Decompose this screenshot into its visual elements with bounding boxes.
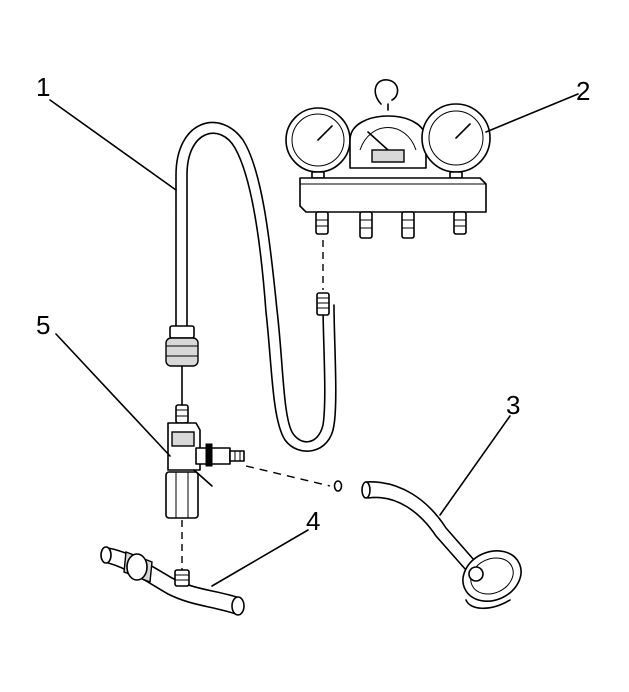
vacuum-line xyxy=(100,546,245,616)
callout-4: 4 xyxy=(306,506,320,536)
callout-2: 2 xyxy=(576,76,590,106)
tee-fitting xyxy=(165,404,245,570)
callout-5: 5 xyxy=(36,310,50,340)
hose-coupler xyxy=(165,325,199,406)
callout-1: 1 xyxy=(36,72,50,102)
callouts: 1 2 3 4 5 xyxy=(36,72,590,536)
vacuum-hose xyxy=(175,121,337,452)
adapter-hose xyxy=(361,481,522,610)
manifold-fittings xyxy=(315,211,467,239)
leader-lines xyxy=(49,93,579,587)
vacuum-gauge-manifold xyxy=(285,79,491,239)
callout-3: 3 xyxy=(506,390,520,420)
